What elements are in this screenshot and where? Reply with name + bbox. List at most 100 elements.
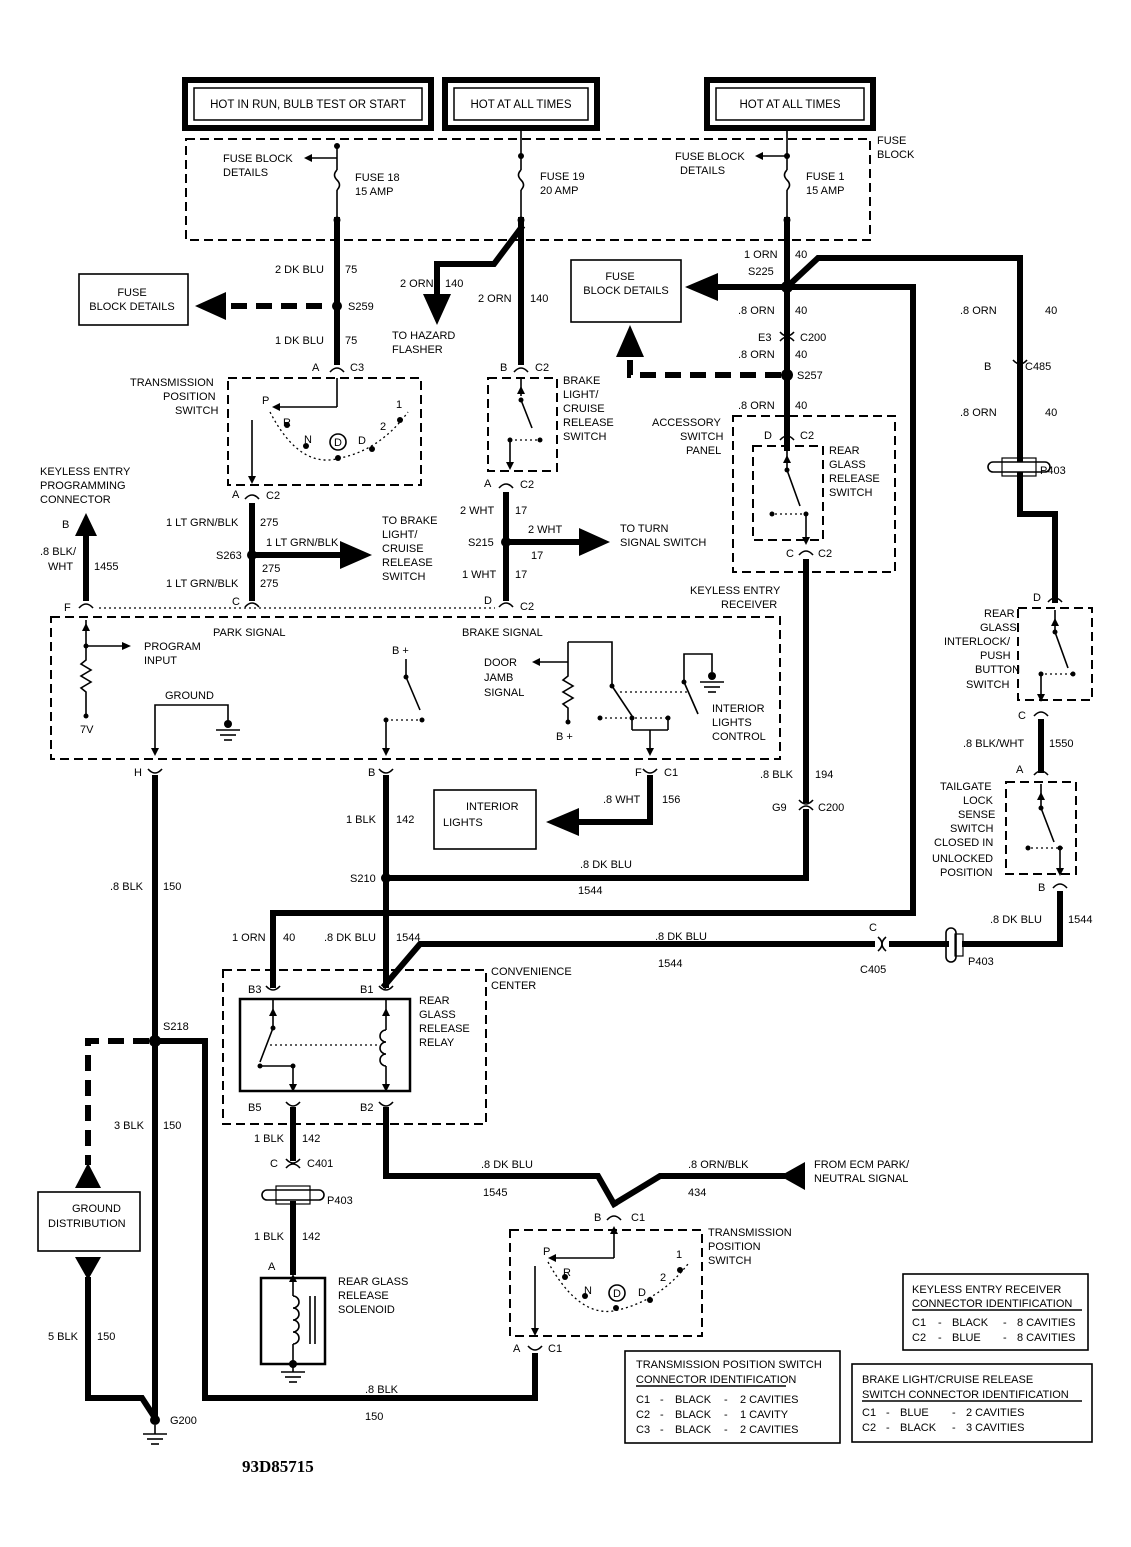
tt-r1-color: BLACK <box>675 1394 712 1406</box>
rgrs-4: SWITCH <box>829 487 872 499</box>
wire-40d-gauge: .8 ORN <box>738 400 775 412</box>
interlock-1: REAR <box>984 608 1015 620</box>
tb-r1-color: BLUE <box>900 1407 929 1419</box>
tt-r3-color: BLACK <box>675 1424 712 1436</box>
wire-1544c-gauge: .8 DK BLU <box>655 931 707 943</box>
kr-program-2: INPUT <box>144 655 177 667</box>
wire-434-num: 434 <box>688 1187 706 1199</box>
wire-17b-num: 17 <box>531 550 543 562</box>
interlock-2: GLASS <box>980 622 1017 634</box>
fuse-block: FUSE BLOCK FUSE BLOCK DETAILS FUSE 18 15… <box>185 128 915 241</box>
title-box-run-text: HOT IN RUN, BULB TEST OR START <box>210 99 406 111</box>
tt-r3-d2: - <box>724 1424 728 1436</box>
splice-s257-label: S257 <box>797 370 823 382</box>
conn-c405: C405 <box>860 964 886 976</box>
conn-c200b: C200 <box>818 802 844 814</box>
tps-top-gear-r: R <box>283 417 291 429</box>
acc-panel-1: ACCESSORY <box>652 417 722 429</box>
kr-pin-f: F <box>64 602 71 614</box>
keyless-programming: KEYLESS ENTRY PROGRAMMING CONNECTOR B .8… <box>40 466 131 614</box>
tps-top-label-1: TRANSMISSION <box>130 377 214 389</box>
wire-40f-gauge: .8 ORN <box>960 407 997 419</box>
wire-150b-num: 150 <box>163 1120 181 1132</box>
wire-40d-num: 40 <box>795 400 807 412</box>
kr-brake-signal: BRAKE SIGNAL <box>462 627 543 639</box>
wire-142a-num: 142 <box>396 814 414 826</box>
wire-142b-gauge: 1 BLK <box>254 1133 285 1145</box>
tt-r3-d1: - <box>660 1424 664 1436</box>
conn-g200: G200 <box>170 1415 197 1427</box>
tt-r3-cav: 2 CAVITIES <box>740 1424 798 1436</box>
tailgate-5: CLOSED IN <box>934 837 993 849</box>
title-box-hot-1: HOT AT ALL TIMES <box>442 77 600 131</box>
brake-sw-4: RELEASE <box>563 417 614 429</box>
interior-lights-1: INTERIOR <box>466 801 519 813</box>
circuit-1545: .8 DK BLU 1545 .8 ORN/BLK 434 FROM ECM P… <box>383 1107 910 1209</box>
tk-r1-d2: - <box>1003 1317 1007 1329</box>
cc-2: CENTER <box>491 980 536 992</box>
gd-2: DISTRIBUTION <box>48 1218 126 1230</box>
wire-17a-num: 17 <box>515 505 527 517</box>
kr-7v: 7V <box>80 724 94 736</box>
acc-c2b: C2 <box>818 548 832 560</box>
sol-3: SOLENOID <box>338 1304 395 1316</box>
tb-r1-d1: - <box>886 1407 890 1419</box>
wire-40e-gauge: .8 ORN <box>960 305 997 317</box>
brake-sw-1: BRAKE <box>563 375 600 387</box>
tt-r1-d2: - <box>724 1394 728 1406</box>
tt-r2-color: BLACK <box>675 1409 712 1421</box>
brake-switch: B C2 BRAKE LIGHT/ CRUISE RELEASE SWITCH <box>487 362 614 472</box>
tk-r2-cav: 8 CAVITIES <box>1017 1332 1075 1344</box>
tps-top-gear-1: 1 <box>396 399 402 411</box>
tb-r2-c: C2 <box>862 1422 876 1434</box>
kr-pin-b2: B <box>368 767 375 779</box>
splice-s218-label: S218 <box>163 1021 189 1033</box>
wire-140b-num: 140 <box>530 293 548 305</box>
kr-label-1: KEYLESS ENTRY <box>690 585 781 597</box>
wire-150d-gauge: .8 BLK <box>365 1384 399 1396</box>
brake-sw-2: LIGHT/ <box>563 389 599 401</box>
fuse-19-label: FUSE 19 <box>540 171 585 183</box>
rgrs-3: RELEASE <box>829 473 880 485</box>
wire-40f-num: 40 <box>1045 407 1057 419</box>
tps-b-gear-d: D <box>638 1287 646 1299</box>
wire-140a-num: 140 <box>445 278 463 290</box>
acc-c2: C2 <box>800 430 814 442</box>
tps-top-label-3: SWITCH <box>175 405 218 417</box>
tb-r2-color: BLACK <box>900 1422 937 1434</box>
wire-140b-gauge: 2 ORN <box>478 293 512 305</box>
fuse-block-label-2: BLOCK <box>877 149 915 161</box>
from-ecm-1: FROM ECM PARK/ <box>814 1159 910 1171</box>
splice-s210-label: S210 <box>350 873 376 885</box>
fbd-left-1: FUSE <box>117 287 146 299</box>
kr-pin-c: C <box>232 596 240 608</box>
circuit-17: A C2 S215 2 WHT 17 2 WHT 17 1 WHT 17 TO … <box>460 478 706 613</box>
c401-pin-c: C <box>270 1158 278 1170</box>
cc-pin-b1: B1 <box>360 984 373 996</box>
wire-1455-gauge: .8 BLK/ <box>40 546 77 558</box>
wire-150c-gauge: 5 BLK <box>48 1331 79 1343</box>
fuse-19-rating: 20 AMP <box>540 185 579 197</box>
wire-75a-num: 75 <box>345 264 357 276</box>
interlock-5: BUTTON <box>975 664 1020 676</box>
kr-door-3: SIGNAL <box>484 687 524 699</box>
tps-b-gear-n: N <box>584 1285 592 1297</box>
kr-door-1: DOOR <box>484 657 517 669</box>
tt-r2-d1: - <box>660 1409 664 1421</box>
wire-17a-gauge: 2 WHT <box>460 505 495 517</box>
splice-s215-label: S215 <box>468 537 494 549</box>
title-box-run: HOT IN RUN, BULB TEST OR START <box>182 77 434 131</box>
tps-top-gear-2: 2 <box>380 421 386 433</box>
cc-pin-b3: B3 <box>248 984 261 996</box>
tps-b-pin-b: B <box>594 1212 601 1224</box>
kr-pin-d: D <box>484 595 492 607</box>
circuit-194: .8 BLK 194 G9 C200 .8 DK BLU 1544 <box>382 559 844 897</box>
tps-b-label-1: TRANSMISSION <box>708 1227 792 1239</box>
tailgate-7: POSITION <box>940 867 993 879</box>
interior-lights: .8 WHT 156 INTERIOR LIGHTS <box>433 775 680 850</box>
tps-top-gear-d: D <box>358 435 366 447</box>
fbd-right-2: BLOCK DETAILS <box>583 285 668 297</box>
wire-1544d-gauge: .8 DK BLU <box>324 932 376 944</box>
conn-p403-c: P403 <box>327 1195 353 1207</box>
tailgate-4: SWITCH <box>950 823 993 835</box>
